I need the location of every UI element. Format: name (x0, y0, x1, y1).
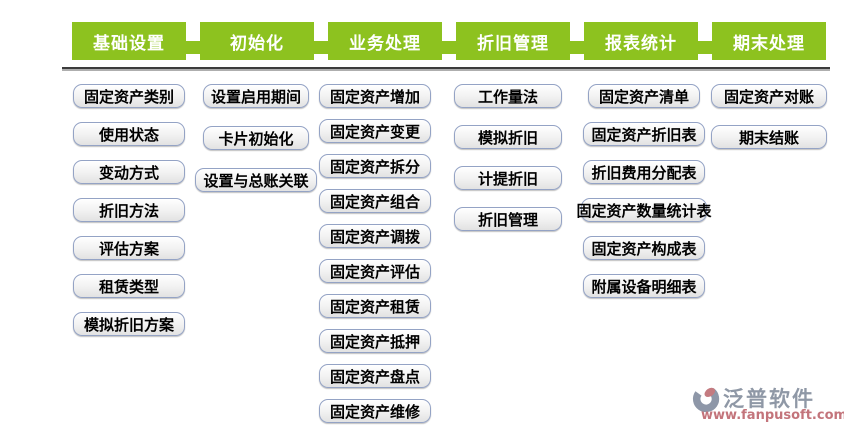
tab-period-end-processing[interactable]: 期末处理 (712, 22, 826, 60)
simulated-depreciation-plan-button[interactable]: 模拟折旧方案 (73, 312, 185, 336)
column-depreciation-management: 工作量法 模拟折旧 计提折旧 折旧管理 (445, 84, 571, 231)
evaluation-plan-button[interactable]: 评估方案 (73, 236, 185, 260)
fixed-asset-mortgage-button[interactable]: 固定资产抵押 (319, 329, 431, 353)
column-business-processing: 固定资产增加 固定资产变更 固定资产拆分 固定资产组合 固定资产调拨 固定资产评… (311, 84, 439, 423)
column-initialization: 设置启用期间 卡片初始化 设置与总账关联 (192, 84, 320, 192)
column-period-end-processing: 固定资产对账 期末结账 (703, 84, 835, 149)
fixed-asset-composition-table-button[interactable]: 固定资产构成表 (583, 236, 705, 260)
tab-depreciation-management[interactable]: 折旧管理 (456, 22, 570, 60)
fixed-asset-evaluate-button[interactable]: 固定资产评估 (319, 259, 431, 283)
brand-name: 泛普软件 (723, 387, 815, 411)
ledger-link-setting-button[interactable]: 设置与总账关联 (195, 168, 317, 192)
tab-initialization[interactable]: 初始化 (200, 22, 314, 60)
tab-business-processing[interactable]: 业务处理 (328, 22, 442, 60)
module-tabs-row: 基础设置 初始化 业务处理 折旧管理 报表统计 期末处理 (72, 22, 826, 60)
website-url[interactable]: www.fanpusoft.com (701, 408, 844, 423)
tab-basic-settings[interactable]: 基础设置 (72, 22, 186, 60)
fixed-asset-reconciliation-button[interactable]: 固定资产对账 (711, 84, 827, 108)
depreciation-accrual-button[interactable]: 计提折旧 (454, 166, 562, 190)
work-quantity-method-button[interactable]: 工作量法 (454, 84, 562, 108)
depreciation-expense-allocation-table-button[interactable]: 折旧费用分配表 (583, 160, 705, 184)
fanpu-logo-icon (692, 385, 720, 413)
tab-connector (570, 40, 584, 54)
tab-connector (698, 40, 712, 54)
fixed-asset-quantity-statistics-table-button[interactable]: 固定资产数量统计表 (577, 198, 712, 222)
simulated-depreciation-button[interactable]: 模拟折旧 (454, 125, 562, 149)
fixed-asset-depreciation-table-button[interactable]: 固定资产折旧表 (583, 122, 705, 146)
website-url-row: www.fanpusoft.com↵ (701, 408, 844, 423)
fixed-asset-repair-button[interactable]: 固定资产维修 (319, 399, 431, 423)
depreciation-management-button[interactable]: 折旧管理 (454, 207, 562, 231)
fixed-asset-inventory-button[interactable]: 固定资产盘点 (319, 364, 431, 388)
fixed-asset-lease-button[interactable]: 固定资产租赁 (319, 294, 431, 318)
tab-connector (186, 40, 200, 54)
auxiliary-equipment-detail-table-button[interactable]: 附属设备明细表 (583, 274, 705, 298)
tab-connector (442, 40, 456, 54)
tab-connector (314, 40, 328, 54)
fixed-asset-split-button[interactable]: 固定资产拆分 (319, 154, 431, 178)
tab-report-statistics[interactable]: 报表统计 (584, 22, 698, 60)
fixed-asset-add-button[interactable]: 固定资产增加 (319, 84, 431, 108)
lease-type-button[interactable]: 租赁类型 (73, 274, 185, 298)
depreciation-method-button[interactable]: 折旧方法 (73, 198, 185, 222)
usage-status-button[interactable]: 使用状态 (73, 122, 185, 146)
fixed-asset-change-button[interactable]: 固定资产变更 (319, 119, 431, 143)
fixed-asset-category-button[interactable]: 固定资产类别 (73, 84, 185, 108)
period-end-closing-button[interactable]: 期末结账 (711, 125, 827, 149)
column-basic-settings: 固定资产类别 使用状态 变动方式 折旧方法 评估方案 租赁类型 模拟折旧方案 (58, 84, 200, 336)
fixed-asset-list-report-button[interactable]: 固定资产清单 (588, 84, 700, 108)
fixed-asset-combine-button[interactable]: 固定资产组合 (319, 189, 431, 213)
fanpu-logo: 泛普软件 www.fanpusoft.com↵ (692, 382, 844, 426)
header-divider (62, 67, 830, 69)
set-enable-period-button[interactable]: 设置启用期间 (202, 84, 309, 108)
fixed-asset-transfer-button[interactable]: 固定资产调拨 (319, 224, 431, 248)
card-initialization-button[interactable]: 卡片初始化 (203, 126, 309, 150)
column-report-statistics: 固定资产清单 固定资产折旧表 折旧费用分配表 固定资产数量统计表 固定资产构成表… (571, 84, 717, 298)
change-mode-button[interactable]: 变动方式 (73, 160, 185, 184)
